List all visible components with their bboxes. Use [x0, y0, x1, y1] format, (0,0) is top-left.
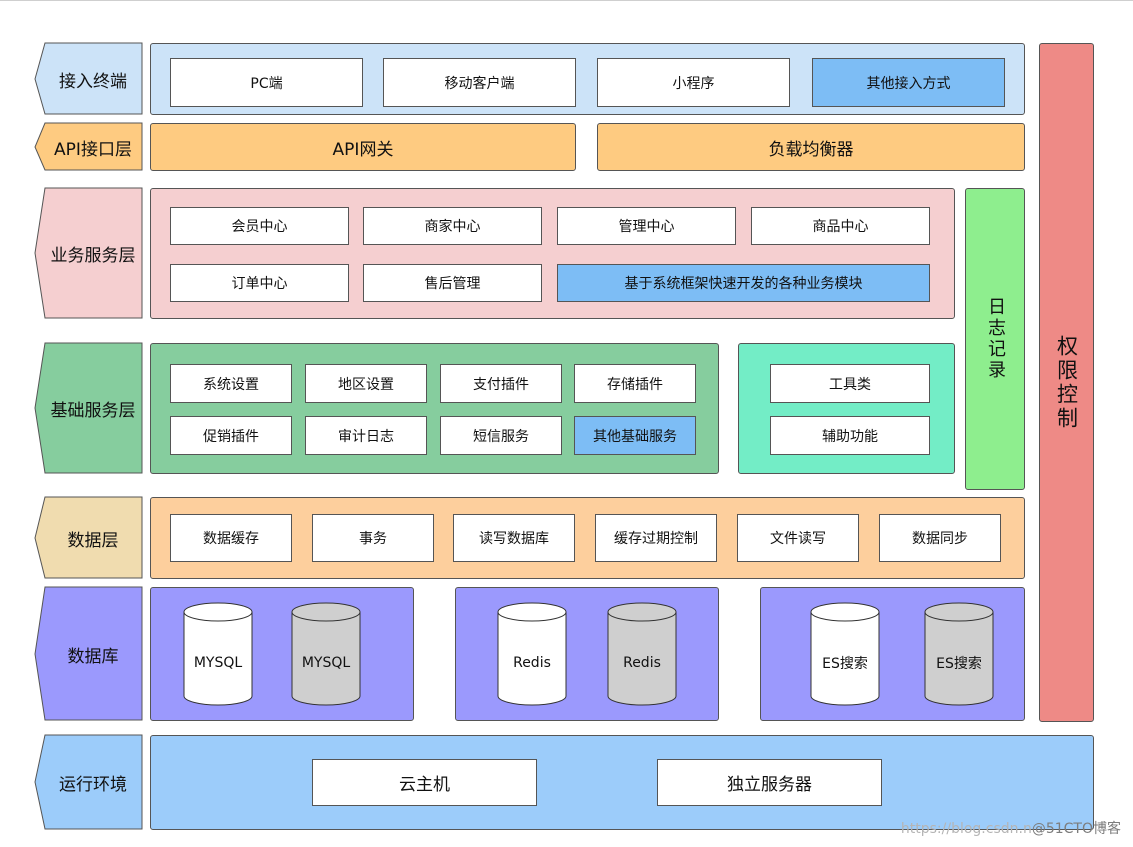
base-item: 短信服务	[440, 416, 562, 455]
db-cylinder: Redis	[497, 602, 567, 706]
tool-item: 工具类	[770, 364, 930, 403]
data-item: 读写数据库	[453, 514, 575, 562]
base-item: 其他基础服务	[574, 416, 696, 455]
tool-item: 辅助功能	[770, 416, 930, 455]
tag-api-label: API接口层	[54, 139, 132, 160]
db-cylinder: MYSQL	[183, 602, 253, 706]
runtime-item: 独立服务器	[657, 759, 882, 806]
tag-data-label: 数据层	[67, 530, 119, 551]
watermark-brand: @51CTO博客	[1031, 821, 1121, 837]
tag-business-label: 业务服务层	[50, 246, 136, 266]
tag-access-label: 接入终端	[59, 71, 127, 92]
data-item: 数据缓存	[170, 514, 292, 562]
tag-business: 业务服务层	[34, 187, 143, 319]
permission-column-label: 权限控制	[1054, 334, 1079, 431]
tag-database: 数据库	[34, 586, 143, 721]
data-item: 事务	[312, 514, 434, 562]
data-item: 缓存过期控制	[595, 514, 717, 562]
tag-base: 基础服务层	[34, 342, 143, 474]
db-cylinder-label: MYSQL	[301, 655, 351, 671]
db-cylinder: ES搜索	[924, 602, 994, 706]
db-cylinder-label: Redis	[623, 655, 661, 671]
runtime-panel	[150, 735, 1094, 830]
log-column-label: 日志记录	[985, 297, 1006, 381]
tag-runtime: 运行环境	[34, 734, 143, 830]
db-cylinder-label: MYSQL	[193, 655, 243, 671]
top-divider	[0, 0, 1133, 1]
business-item: 会员中心	[170, 207, 349, 245]
db-panel-redis	[455, 587, 719, 721]
access-item: 移动客户端	[383, 58, 576, 107]
tag-api: API接口层	[34, 122, 143, 171]
tag-runtime-label: 运行环境	[59, 775, 127, 795]
tag-access: 接入终端	[34, 42, 143, 115]
log-column: 日志记录	[965, 188, 1025, 490]
business-item: 商品中心	[751, 207, 930, 245]
access-item: 其他接入方式	[812, 58, 1005, 107]
data-item: 文件读写	[737, 514, 859, 562]
api-gateway: API网关	[150, 123, 576, 171]
db-cylinder: Redis	[607, 602, 677, 706]
db-cylinder-label: ES搜索	[936, 656, 982, 672]
tag-database-label: 数据库	[67, 646, 119, 667]
base-item: 地区设置	[305, 364, 427, 403]
watermark: https://blog.csdn.n@51CTO博客	[901, 818, 1121, 838]
runtime-item: 云主机	[312, 759, 537, 806]
load-balancer: 负载均衡器	[597, 123, 1025, 171]
business-item: 售后管理	[363, 264, 542, 302]
base-item: 审计日志	[305, 416, 427, 455]
business-item: 基于系统框架快速开发的各种业务模块	[557, 264, 930, 302]
tag-data: 数据层	[34, 496, 143, 579]
db-cylinder-label: Redis	[513, 655, 551, 671]
base-item: 促销插件	[170, 416, 292, 455]
business-item: 订单中心	[170, 264, 349, 302]
business-item: 商家中心	[363, 207, 542, 245]
tag-base-label: 基础服务层	[50, 401, 136, 421]
access-item: PC端	[170, 58, 363, 107]
watermark-url: https://blog.csdn.n	[900, 821, 1032, 837]
base-item: 存储插件	[574, 364, 696, 403]
business-item: 管理中心	[557, 207, 736, 245]
db-cylinder-label: ES搜索	[822, 656, 868, 672]
base-item: 支付插件	[440, 364, 562, 403]
db-cylinder: ES搜索	[810, 602, 880, 706]
access-item: 小程序	[597, 58, 790, 107]
data-item: 数据同步	[879, 514, 1001, 562]
permission-column: 权限控制	[1039, 43, 1094, 722]
db-cylinder: MYSQL	[291, 602, 361, 706]
base-item: 系统设置	[170, 364, 292, 403]
